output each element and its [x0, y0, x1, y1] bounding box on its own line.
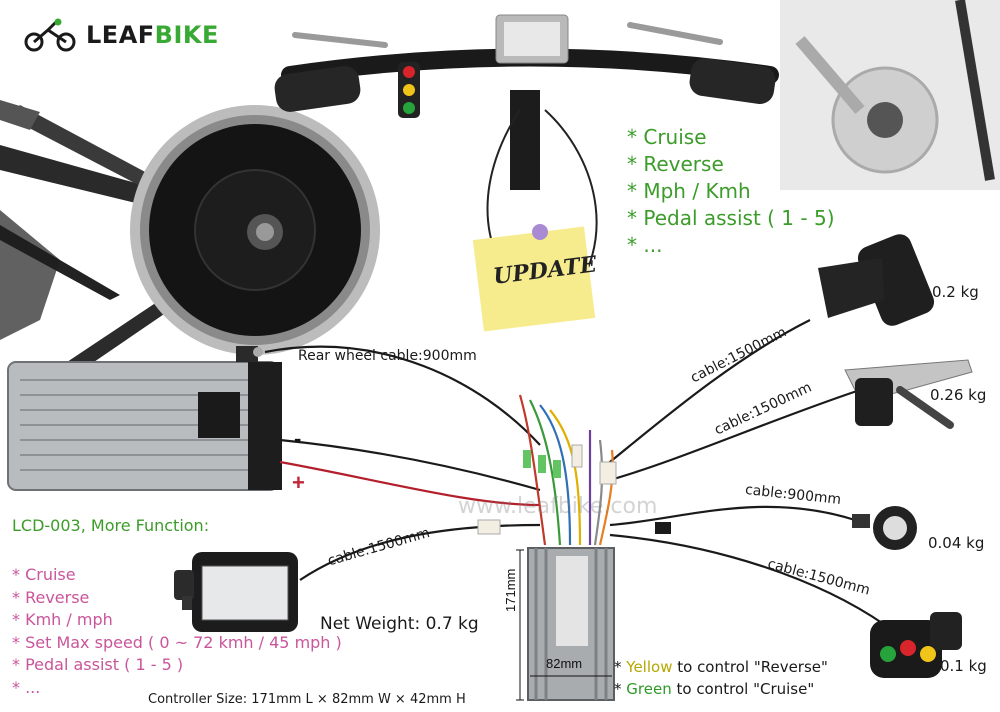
pas-weight: 0.04 kg: [928, 534, 985, 552]
controller-box: [516, 547, 615, 701]
battery-minus-terminal: -: [294, 426, 302, 451]
lcd-title: LCD-003, More Function:: [12, 516, 210, 535]
lcd-feature-item: * Set Max speed ( 0 ~ 72 kmh / 45 mph ): [12, 632, 342, 652]
top-feature-item: * Reverse: [627, 152, 724, 176]
lcd-feature-item: * Kmh / mph: [12, 610, 113, 629]
brand-logo: LEAFBIKE: [22, 18, 219, 52]
brake-weight: 0.26 kg: [930, 386, 987, 404]
controller-net-weight: Net Weight: 0.7 kg: [320, 614, 479, 634]
legend-green-word: Green: [626, 680, 672, 698]
legend-line-cruise: * Green to control "Cruise": [614, 680, 815, 698]
switch-weight: 0.1 kg: [940, 657, 987, 675]
update-note-text: UPDATE: [491, 251, 599, 290]
lcd-feature-item: * ...: [12, 677, 41, 697]
controller-width-dimension: 82mm: [546, 656, 583, 671]
bike-fork: [780, 0, 1000, 190]
lcd-feature-item: * Reverse: [12, 587, 90, 607]
wiring: [264, 319, 886, 626]
top-feature-list: * Cruise * Reverse * Mph / Kmh * Pedal a…: [627, 124, 835, 259]
update-note: UPDATE: [473, 227, 599, 332]
top-feature-item: * Cruise: [627, 125, 707, 149]
rear-wheel-cable-label: Rear wheel cable:900mm: [298, 348, 477, 364]
lcd-feature-item: * Cruise: [12, 565, 76, 584]
battery-plus-terminal: +: [292, 470, 305, 495]
lcd-feature-item: * Pedal assist ( 1 - 5 ): [12, 655, 184, 674]
top-feature-item: * Mph / Kmh: [627, 179, 751, 203]
top-feature-item: * Pedal assist ( 1 - 5): [627, 206, 835, 230]
pas-sensor: [852, 506, 917, 550]
brake-lever: [844, 359, 973, 429]
lcd-feature-list: * Cruise * Reverse * Kmh / mph * Set Max…: [12, 564, 342, 699]
brand-name-part1: LEAF: [86, 21, 155, 49]
color-legend: * Yellow to control "Reverse" * Green to…: [614, 656, 828, 700]
function-switch: [870, 612, 962, 678]
cyclist-icon: [24, 18, 76, 52]
handlebar: [274, 14, 779, 311]
throttle-grip: [818, 234, 935, 326]
throttle-weight: 0.2 kg: [932, 283, 979, 301]
brand-name-part2: BIKE: [154, 21, 219, 49]
controller-size-text: Controller Size: 171mm L × 82mm W × 42mm…: [148, 692, 466, 707]
sticky-note: [472, 224, 596, 332]
top-feature-item: * ...: [627, 233, 663, 257]
legend-line-reverse: * Yellow to control "Reverse": [614, 658, 828, 676]
controller-height-dimension: 171mm: [503, 568, 518, 612]
watermark: www.leafbike.com: [458, 494, 658, 519]
lcd-display-device: [174, 552, 298, 632]
connectors: [477, 444, 671, 535]
hub-motor: [130, 105, 380, 355]
battery-pack: [7, 346, 282, 491]
legend-yellow-word: Yellow: [626, 658, 673, 676]
